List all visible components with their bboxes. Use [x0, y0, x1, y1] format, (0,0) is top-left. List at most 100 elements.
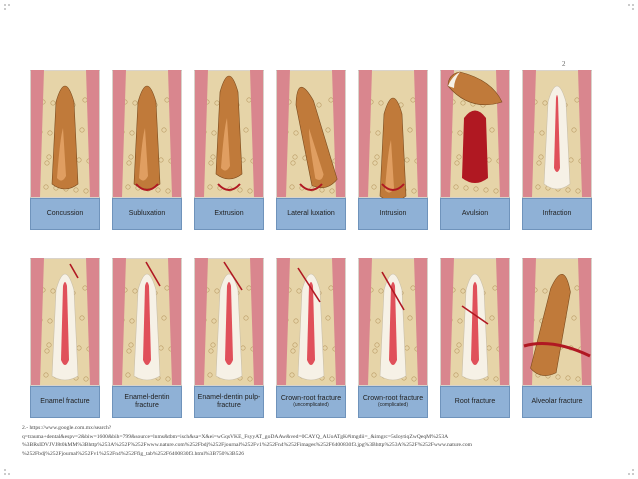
fracture-line [69, 263, 79, 279]
pulp [225, 282, 233, 365]
injury-label: Crown-root fracture(complicated) [358, 386, 428, 418]
injury-label-text: Enamel-dentin pulp-fracture [197, 393, 261, 409]
injury-panel: Enamel-dentin pulp-fracture [194, 258, 264, 418]
gingiva-right [86, 258, 99, 385]
bone-trabecula [161, 127, 167, 133]
injury-label: Crown-root fracture(uncomplicated) [276, 386, 346, 418]
injury-label-text: Infraction [542, 209, 572, 217]
source-line[interactable]: %3BRsIDVJVJ8t0kMM%3Bhttp%253A%252F%252Fw… [22, 442, 473, 449]
gingiva-left [277, 70, 290, 197]
bone-trabecula [79, 127, 85, 133]
tooth [543, 85, 571, 190]
bone-trabecula [129, 318, 135, 324]
source-line[interactable]: 2.- https://www.google.com.mx/search? [22, 425, 112, 431]
tooth-illustration [112, 258, 182, 386]
injury-label: Subluxation [112, 198, 182, 230]
bone-trabecula [165, 376, 171, 382]
tooth-illustration [30, 258, 100, 386]
corner-decoration [626, 4, 634, 12]
bone-trabecula [571, 315, 577, 321]
tooth-illustration [358, 70, 428, 198]
bone-trabecula [460, 100, 466, 106]
bone-trabecula [535, 184, 541, 190]
bone-trabecula [296, 288, 302, 294]
bone-trabecula [290, 348, 296, 354]
injury-label-text: Root fracture [454, 397, 496, 405]
gingiva-right [168, 258, 181, 385]
gingiva-right [86, 70, 99, 197]
bone-trabecula [208, 348, 214, 354]
tooth [51, 273, 79, 381]
bone-trabecula [483, 187, 489, 193]
bone-trabecula [539, 130, 545, 136]
bone-trabecula [44, 348, 50, 354]
injury-label: Enamel-dentin fracture [112, 386, 182, 418]
bone-trabecula [454, 160, 460, 166]
injury-label-text: Alveolar fracture [531, 397, 583, 405]
pulp [554, 95, 560, 172]
bone-trabecula [46, 342, 52, 348]
bone-trabecula [79, 315, 85, 321]
tooth-illustration [440, 70, 510, 198]
bone-trabecula [375, 130, 381, 136]
injury-label-subtext: (complicated) [377, 402, 408, 409]
injury-panel: Infraction [522, 70, 592, 230]
gingiva-left [113, 258, 126, 385]
tooth [379, 97, 407, 198]
tooth-illustration [30, 70, 100, 198]
gingiva-left [195, 258, 208, 385]
pulp [143, 282, 151, 365]
bone-trabecula [329, 188, 335, 194]
injury-label: Root fracture [440, 386, 510, 418]
bone-trabecula [43, 372, 49, 378]
injury-panel: Enamel-dentin fracture [112, 258, 182, 418]
tooth-illustration [522, 70, 592, 198]
gingiva-left [113, 70, 126, 197]
bone-trabecula [454, 348, 460, 354]
bone-trabecula [247, 376, 253, 382]
bone-trabecula [457, 130, 463, 136]
injury-label: Avulsion [440, 198, 510, 230]
bone-trabecula [207, 372, 213, 378]
injury-label-text: Enamel fracture [40, 397, 90, 405]
gingiva-right [414, 70, 427, 197]
injury-panel: Alveolar fracture [522, 258, 592, 418]
gingiva-left [195, 70, 208, 197]
corner-decoration [626, 467, 634, 475]
injury-label-text: Avulsion [461, 209, 489, 217]
bone-trabecula [243, 315, 249, 321]
tooth-root [295, 86, 338, 188]
tooth-highlight [309, 128, 324, 181]
injury-label-text: Concussion [46, 209, 84, 217]
source-line[interactable]: q=trauma+dental&espv=2&biw=1600&bih=799&… [22, 433, 449, 440]
fracture-line [381, 271, 405, 311]
bone-trabecula [407, 127, 413, 133]
bone-trabecula [83, 376, 89, 382]
injury-panel: Crown-root fracture(complicated) [358, 258, 428, 418]
injury-label: Infraction [522, 198, 592, 230]
bone-trabecula [47, 130, 53, 136]
bone-trabecula [325, 127, 331, 133]
tooth-highlight [139, 128, 148, 181]
tooth [297, 273, 325, 381]
slide-number: 2 [562, 60, 566, 68]
socket-bleeding [217, 183, 241, 191]
bone-trabecula [463, 185, 469, 191]
bone-trabecula [83, 188, 89, 194]
tooth [379, 273, 407, 381]
bone-trabecula [489, 127, 495, 133]
bone-trabecula [208, 160, 214, 166]
pulp [471, 282, 479, 365]
source-line[interactable]: %252Fbdj%252Fjournal%252Fv1%252Fn4%252Ff… [22, 450, 245, 457]
bone-trabecula [542, 288, 548, 294]
socket-bleeding [381, 183, 405, 191]
gingiva-left [31, 70, 44, 197]
corner-decoration [4, 467, 12, 475]
gingiva-left [359, 258, 372, 385]
bone-trabecula [211, 318, 217, 324]
bone-trabecula [46, 154, 52, 160]
injury-label-text: Crown-root fracture [362, 395, 424, 403]
